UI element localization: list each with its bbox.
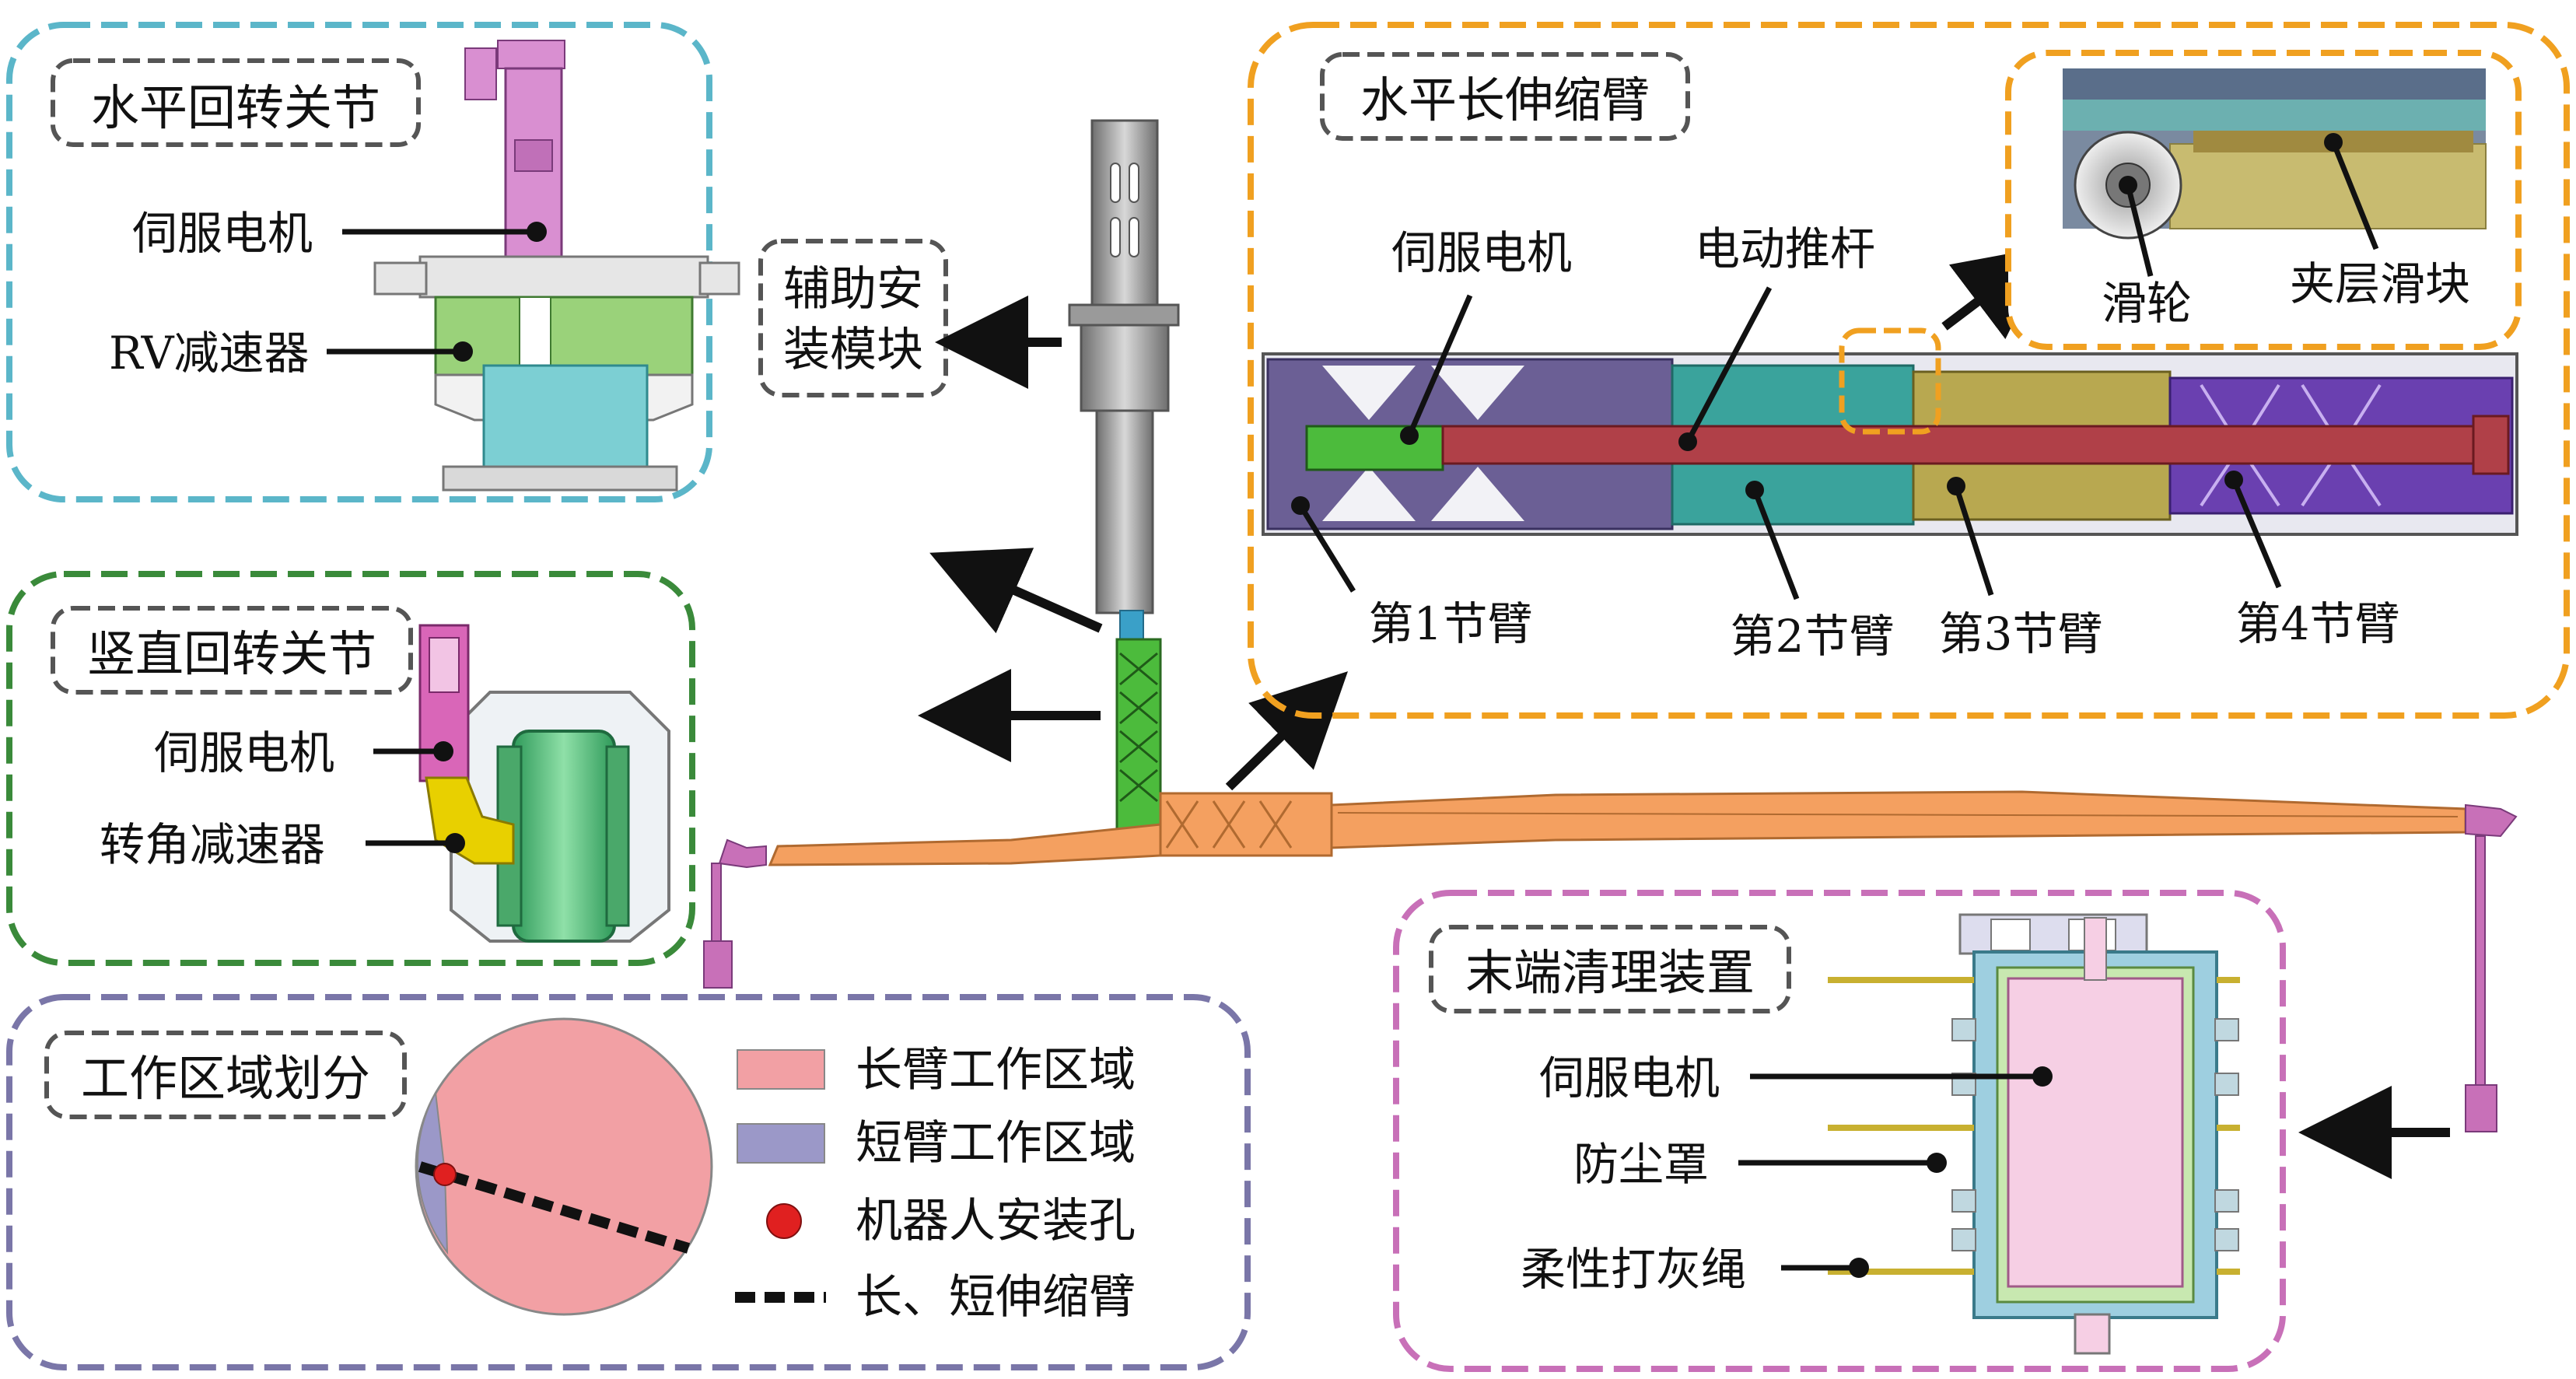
legend-label-arm: 长、短伸缩臂 xyxy=(856,1270,1136,1325)
label-rv-reducer: RV减速器 xyxy=(109,327,310,380)
aux-title-line2: 装模块 xyxy=(783,323,923,377)
label-dust-cover: 防尘罩 xyxy=(1573,1138,1709,1191)
legend-label-short: 短臂工作区域 xyxy=(856,1116,1136,1171)
label-servo-motor: 伺服电机 xyxy=(132,207,313,260)
long-arm-zone xyxy=(415,1017,713,1316)
telescopic-arm-drawing xyxy=(1262,327,2518,536)
boom-base xyxy=(1159,792,1333,857)
label-arm4: 第4节臂 xyxy=(2236,597,2400,650)
label-flexible-rope: 柔性打灰绳 xyxy=(1521,1243,1746,1296)
label-pulley: 滑轮 xyxy=(2102,277,2192,330)
legend-label-hole: 机器人安装孔 xyxy=(856,1194,1136,1248)
panel-title: 竖直回转关节 xyxy=(87,625,376,682)
label-arm2: 第2节臂 xyxy=(1731,610,1895,663)
legend-swatch-hole xyxy=(766,1203,802,1239)
vertical-joint-drawing xyxy=(418,624,670,943)
arm-servo-motor xyxy=(1305,425,1444,471)
vertical-arm xyxy=(1115,638,1162,851)
panel-title-box xyxy=(44,1031,407,1119)
panel-title: 水平回转关节 xyxy=(91,79,380,136)
interlayer-slider-body xyxy=(2169,143,2487,229)
rv-reducer-body xyxy=(434,296,694,376)
label-servo-motor: 伺服电机 xyxy=(154,726,334,779)
legend-swatch-short xyxy=(737,1123,825,1164)
auxiliary-module-box: 辅助安 装模块 xyxy=(758,239,948,397)
label-arm-servo-motor: 伺服电机 xyxy=(1391,226,1572,279)
reducer-disc xyxy=(512,730,616,943)
panel-frame xyxy=(6,994,1251,1370)
robot-drawing xyxy=(703,119,2518,1132)
label-servo-motor: 伺服电机 xyxy=(1539,1052,1720,1104)
label-angle-reducer: 转角减速器 xyxy=(100,818,325,871)
panel-frame xyxy=(6,571,695,966)
panel-title-box xyxy=(1320,52,1690,141)
panel-title: 工作区域划分 xyxy=(81,1050,370,1107)
motor-chamber xyxy=(2007,977,2184,1288)
work-zone-legend: 长臂工作区域 短臂工作区域 机器人安装孔 长、短伸缩臂 xyxy=(735,1043,1136,1325)
mast-bottom xyxy=(1095,409,1154,614)
horizontal-joint-drawing xyxy=(373,40,740,492)
panel-frame xyxy=(1393,890,2286,1372)
telescopic-arm-line xyxy=(418,1161,691,1254)
panel-title-box xyxy=(51,58,421,147)
panel-title: 末端清理装置 xyxy=(1465,944,1755,1001)
end-cleaning-device-panel: 末端清理装置 伺服电机 xyxy=(1393,890,2286,1372)
mast-top xyxy=(1090,119,1159,309)
aux-title-line1: 辅助安 xyxy=(783,262,923,317)
panel-frame xyxy=(1248,22,2570,719)
work-zone-panel: 工作区域划分 长臂工作区域 短臂工作区域 机器人安装孔 长、短伸缩臂 xyxy=(6,994,1251,1370)
housing-body xyxy=(482,364,649,484)
panel-title-box xyxy=(1429,925,1791,1013)
label-interlayer-slider: 夹层滑块 xyxy=(2290,257,2470,310)
long-telescopic-arm-panel: 水平长伸缩臂 滑轮 夹层滑块 xyxy=(1248,22,2570,719)
legend-swatch-long xyxy=(737,1049,825,1090)
mast-middle xyxy=(1080,324,1170,412)
label-electric-pushrod: 电动推杆 xyxy=(1695,222,1875,275)
work-zone-circle xyxy=(415,1017,713,1316)
horizontal-rotary-joint-panel: 水平回转关节 伺服电机 RV减速器 xyxy=(6,22,740,502)
electric-pushrod-body xyxy=(1441,425,2487,465)
vertical-rotary-joint-panel: 竖直回转关节 伺服电机 转角减速器 xyxy=(6,571,695,966)
panel-title: 水平长伸缩臂 xyxy=(1360,72,1650,128)
legend-label-long: 长臂工作区域 xyxy=(856,1043,1136,1097)
panel-title-box xyxy=(51,606,413,695)
cleaning-device-drawing xyxy=(1828,913,2240,1355)
zoom-marker-box xyxy=(1839,327,1941,435)
inset-zoom: 滑轮 夹层滑块 xyxy=(2005,50,2522,350)
pointer-arrows xyxy=(918,245,2450,1179)
label-arm1: 第1节臂 xyxy=(1369,597,1533,650)
install-hole xyxy=(433,1163,457,1186)
label-arm3: 第3节臂 xyxy=(1939,607,2103,660)
long-boom xyxy=(1330,790,2467,849)
short-boom xyxy=(768,823,1162,866)
